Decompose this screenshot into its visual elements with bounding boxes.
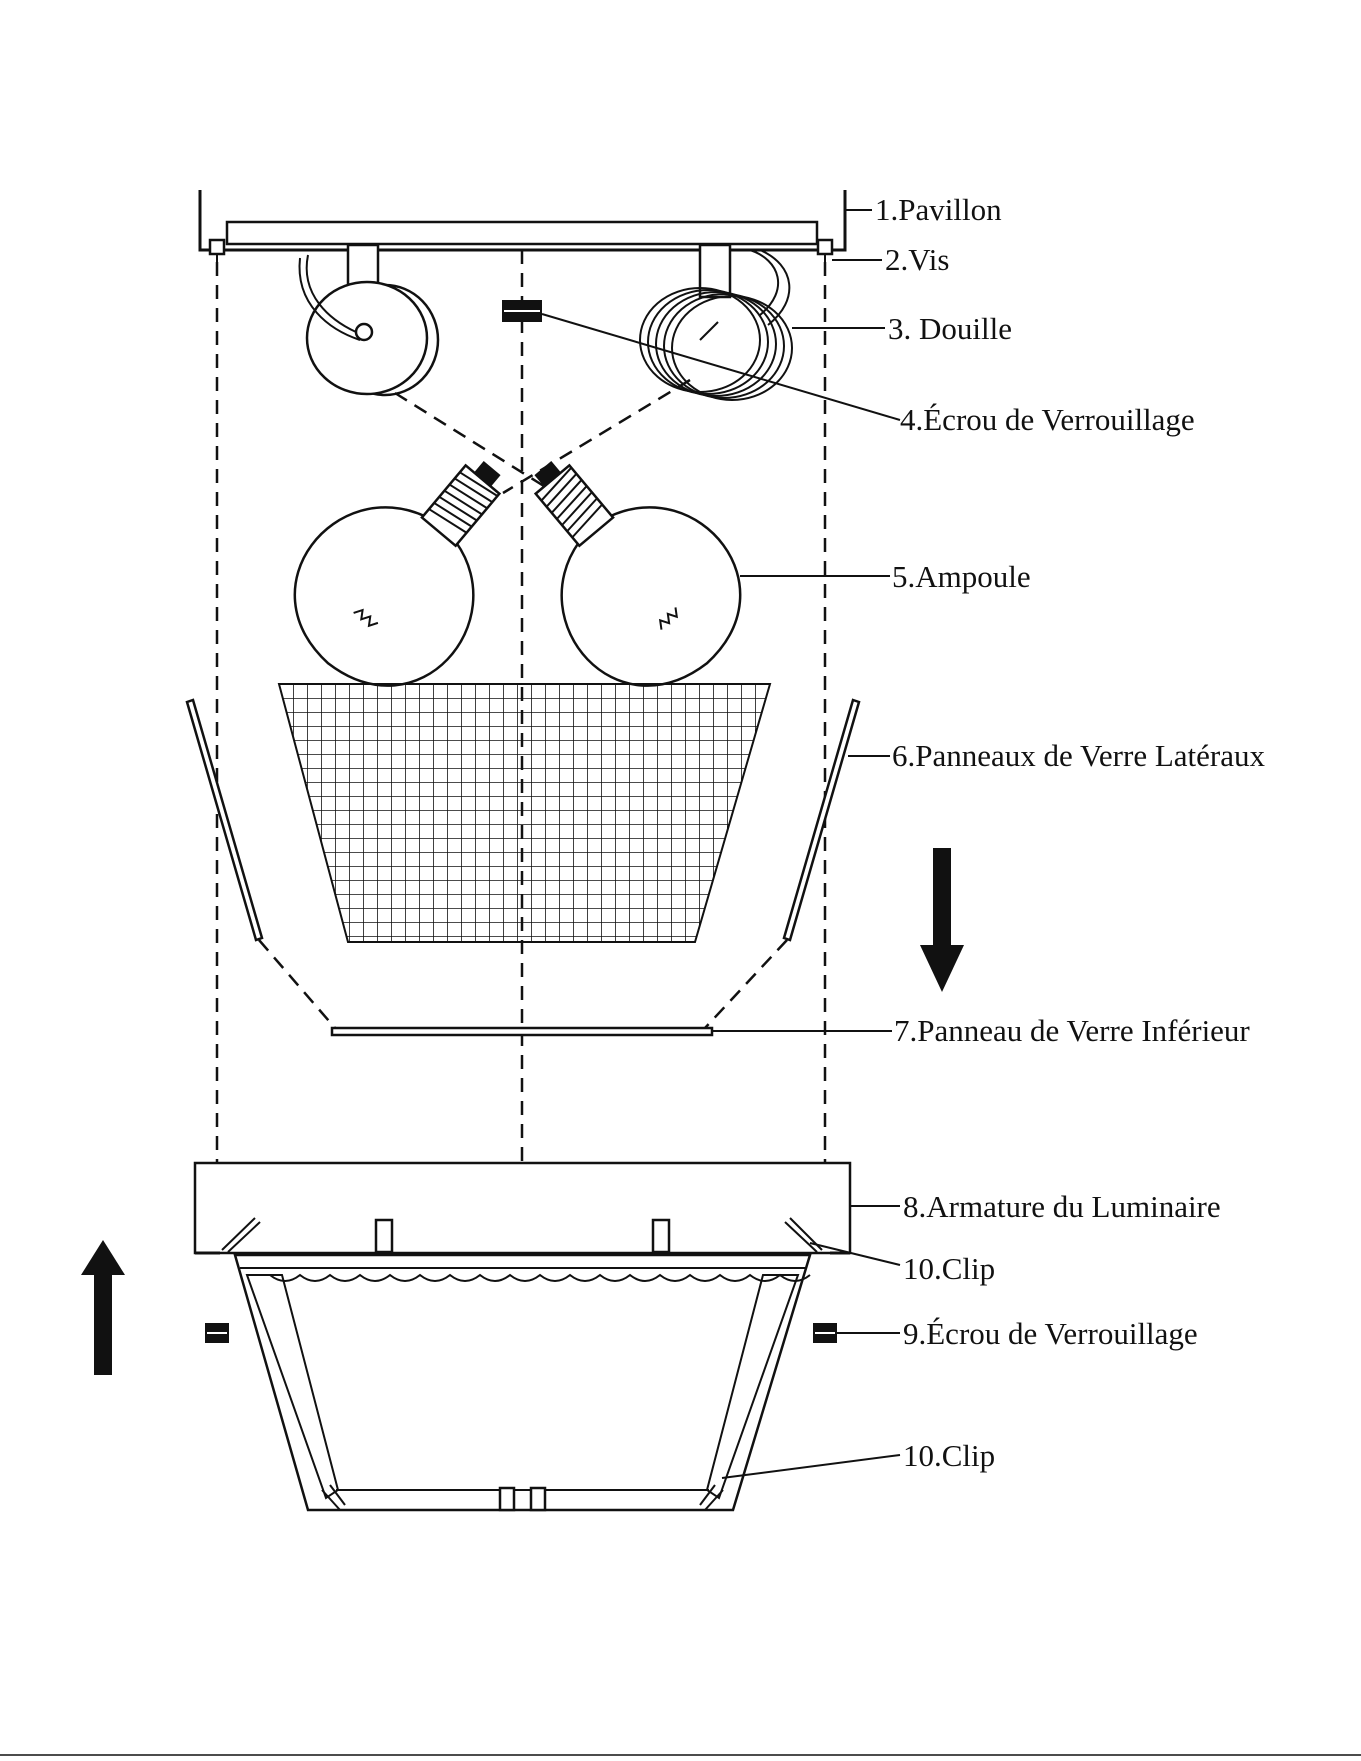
socket-right	[640, 245, 792, 400]
label-fixture-frame: 8.Armature du Luminaire	[903, 1189, 1221, 1224]
label-canopy: 1.Pavillon	[875, 192, 1002, 227]
glass-mesh-panel	[279, 684, 770, 942]
label-clip-upper: 10.Clip	[903, 1251, 995, 1286]
bulb-left	[260, 411, 560, 721]
glass-basin	[235, 1255, 810, 1510]
canopy	[200, 190, 845, 250]
label-screw: 2.Vis	[885, 242, 949, 277]
label-locking-nut-top: 4.Écrou de Verrouillage	[900, 402, 1195, 437]
label-side-glass-panels: 6.Panneaux de Verre Latéraux	[892, 738, 1265, 773]
bottom-glass-panel	[332, 1028, 712, 1035]
locking-nut-bottom-right	[813, 1323, 837, 1343]
bulb-right	[475, 411, 775, 721]
locking-nut-top	[502, 300, 542, 322]
label-locking-nut-bottom: 9.Écrou de Verrouillage	[903, 1316, 1198, 1351]
label-socket: 3. Douille	[888, 311, 1012, 346]
socket-left	[300, 245, 438, 395]
arrow-down-icon	[920, 848, 964, 992]
screw-right	[818, 240, 832, 262]
label-clip-lower: 10.Clip	[903, 1438, 995, 1473]
guide-line-side-right	[705, 940, 787, 1028]
fixture-frame	[195, 1163, 850, 1253]
label-bottom-glass-panel: 7.Panneau de Verre Inférieur	[894, 1013, 1250, 1048]
guide-line-side-left	[259, 940, 335, 1028]
arrow-up-icon	[81, 1240, 125, 1375]
locking-nut-bottom-left	[205, 1323, 229, 1343]
label-bulb: 5.Ampoule	[892, 559, 1031, 594]
screw-left	[210, 240, 224, 262]
guide-line-cross-2	[503, 380, 690, 493]
side-glass-panel-right	[784, 700, 859, 940]
side-glass-panel-left	[187, 700, 262, 940]
